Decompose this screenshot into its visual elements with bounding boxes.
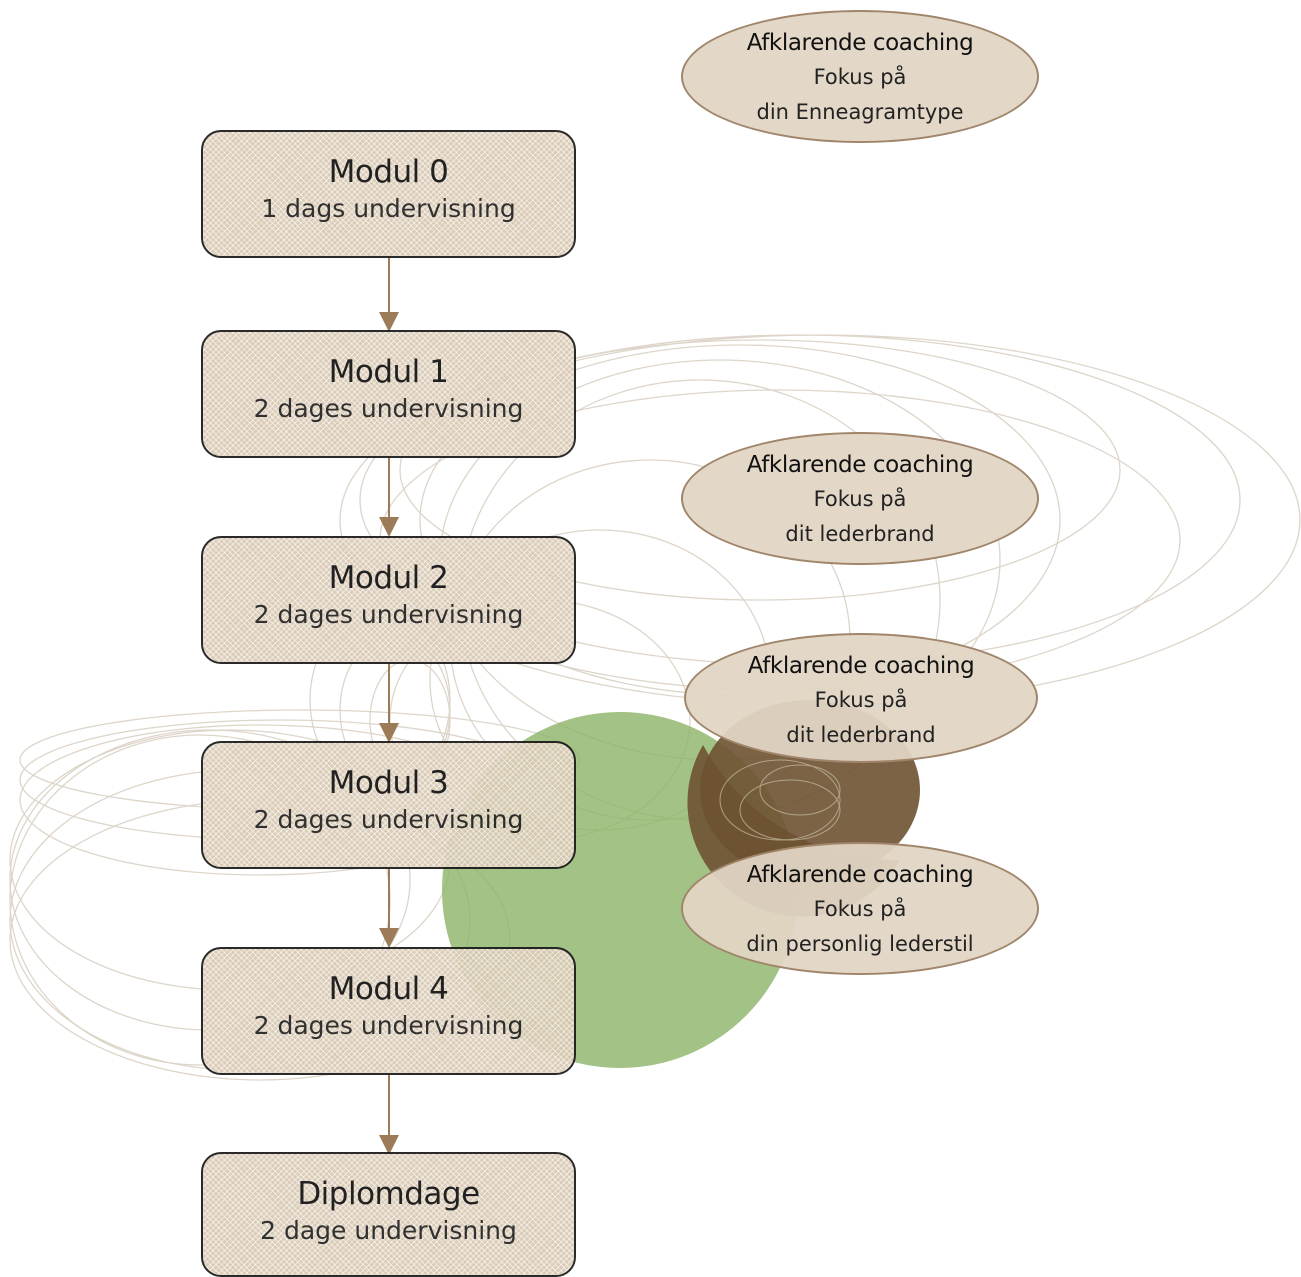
module-title: Modul 2 [328,560,449,596]
module-title: Modul 4 [328,971,449,1007]
coaching-focus: Fokus på [814,688,908,712]
module-title: Modul 3 [328,765,449,801]
module-subtitle: 2 dages undervisning [253,1011,524,1040]
coaching-topic: dit lederbrand [786,723,936,747]
coaching-title: Afklarende coaching [746,30,974,56]
module-box-4: Modul 4 2 dages undervisning [201,947,576,1075]
coaching-topic: dit lederbrand [785,522,935,546]
coaching-focus: Fokus på [813,487,907,511]
inner-swirl [719,759,841,841]
module-box-1: Modul 1 2 dages undervisning [201,330,576,458]
module-box-3: Modul 3 2 dages undervisning [201,741,576,869]
module-subtitle: 2 dages undervisning [253,805,524,834]
module-title: Modul 0 [328,154,449,190]
module-box-diplom: Diplomdage 2 dage undervisning [201,1152,576,1277]
coaching-focus: Fokus på [813,897,907,921]
module-subtitle: 2 dage undervisning [260,1216,517,1245]
module-title: Diplomdage [297,1176,480,1212]
module-title: Modul 1 [328,354,449,390]
coaching-focus: Fokus på [813,65,907,89]
coaching-oval-2: Afklarende coaching Fokus på dit lederbr… [684,633,1038,763]
coaching-oval-1: Afklarende coaching Fokus på dit lederbr… [681,432,1039,565]
coaching-oval-3: Afklarende coaching Fokus på din personl… [681,842,1039,975]
module-box-2: Modul 2 2 dages undervisning [201,536,576,664]
coaching-oval-0: Afklarende coaching Fokus på din Enneagr… [681,10,1039,143]
coaching-topic: din Enneagramtype [756,100,964,124]
module-subtitle: 2 dages undervisning [253,394,524,423]
module-subtitle: 2 dages undervisning [253,600,524,629]
coaching-topic: din personlig lederstil [746,932,974,956]
coaching-title: Afklarende coaching [746,452,974,478]
coaching-title: Afklarende coaching [746,862,974,888]
module-subtitle: 1 dags undervisning [261,194,516,223]
module-box-0: Modul 0 1 dags undervisning [201,130,576,258]
coaching-title: Afklarende coaching [747,653,975,679]
